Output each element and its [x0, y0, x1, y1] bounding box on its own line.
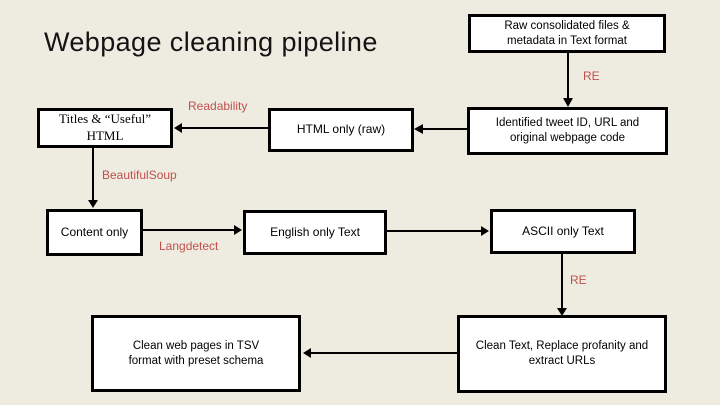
node-clean-tsv: Clean web pages in TSV format with prese… [91, 315, 301, 392]
arrow-raw-to-identified [563, 53, 573, 107]
node-clean-text-profanity: Clean Text, Replace profanity and extrac… [457, 315, 667, 393]
arrow-ascii-to-cleantext [557, 253, 567, 316]
node-html-only-raw: HTML only (raw) [268, 108, 414, 152]
label-re-bottom: RE [570, 273, 587, 287]
node-identified-tweet-id: Identified tweet ID, URL and original we… [467, 107, 668, 155]
node-ascii-only-text: ASCII only Text [490, 209, 636, 254]
label-readability: Readability [188, 99, 248, 113]
arrow-cleantext-to-cleantsv [303, 348, 457, 358]
slide-title: Webpage cleaning pipeline [44, 27, 378, 57]
label-langdetect: Langdetect [159, 239, 219, 253]
node-content-only: Content only [46, 209, 143, 256]
node-english-only-text: English only Text [243, 210, 387, 255]
arrow-titles-to-content [88, 148, 98, 208]
arrow-content-to-english [141, 225, 242, 235]
node-raw-consolidated-files: Raw consolidated files & metadata in Tex… [468, 14, 666, 53]
arrow-htmlonly-to-titles [174, 123, 268, 133]
label-beautifulsoup: BeautifulSoup [102, 168, 177, 182]
arrow-identified-to-htmlonly [414, 124, 467, 134]
arrow-english-to-ascii [387, 226, 489, 236]
label-re-top: RE [583, 69, 600, 83]
node-titles-useful-html: Titles & “Useful” HTML [37, 108, 173, 148]
